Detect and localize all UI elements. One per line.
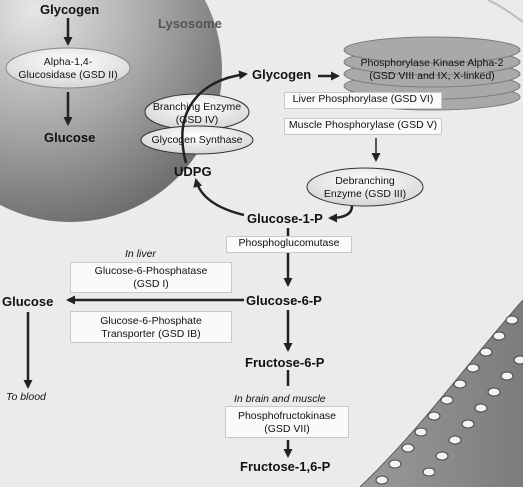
glucose-out-label: Glucose bbox=[2, 294, 54, 309]
liver-phosphorylase-box: Liver Phosphorylase (GSD VI) bbox=[284, 92, 442, 109]
in-brain-muscle-label: In brain and muscle bbox=[234, 393, 326, 405]
g6pase-box: Glucose-6-Phosphatase (GSD I) bbox=[70, 262, 232, 293]
muscle-phosphorylase-box: Muscle Phosphorylase (GSD V) bbox=[284, 118, 442, 135]
debranching-enzyme-line2: Enzyme (GSD III) bbox=[323, 188, 407, 200]
lysosome-label: Lysosome bbox=[158, 16, 222, 31]
cell-membrane-outline bbox=[487, 0, 523, 23]
alpha-glucosidase-label: Alpha-1,4- Glucosidase (GSD II) bbox=[14, 56, 122, 82]
glucose-1-p-label: Glucose-1-P bbox=[247, 211, 323, 226]
arrow-udpg-to-glycogen bbox=[181, 70, 248, 164]
debranching-enzyme-line1: Debranching bbox=[335, 175, 395, 187]
g6pase-line1: Glucose-6-Phosphatase bbox=[94, 265, 208, 277]
branching-enzyme-label: Branching Enzyme (GSD IV) bbox=[145, 101, 249, 127]
phosphorylase-kinase-line1: Phosphorylase Kinase Alpha-2 bbox=[360, 57, 504, 69]
pfk-box: Phosphofructokinase (GSD VII) bbox=[225, 406, 349, 438]
alpha-glucosidase-line2: Glucosidase (GSD II) bbox=[18, 69, 118, 81]
g6p-transporter-line1: Glucose-6-Phosphate bbox=[100, 315, 202, 327]
cell-membrane bbox=[360, 300, 523, 487]
glycogen-synthase-ellipse bbox=[140, 125, 254, 155]
glycogen-synthase-label: Glycogen Synthase bbox=[151, 134, 243, 146]
udpg-label: UDPG bbox=[174, 164, 212, 179]
arrow-glucose1p-to-udpg bbox=[193, 178, 245, 217]
pfk-line1: Phosphofructokinase bbox=[237, 410, 337, 422]
phosphoglucomutase-box: Phosphoglucomutase bbox=[226, 236, 352, 253]
phosphorylase-kinase-line2: (GSD VIII and IX, X-linked) bbox=[369, 70, 495, 82]
g6pase-line2: (GSD I) bbox=[133, 278, 169, 290]
membrane-phospholipids bbox=[375, 315, 523, 485]
glycogen-label: Glycogen bbox=[252, 67, 312, 82]
fructose-1-6-p-label: Fructose-1,6-P bbox=[240, 459, 331, 474]
alpha-glucosidase-line1: Alpha-1,4- bbox=[43, 56, 93, 68]
lysosome-glucose-label: Glucose bbox=[44, 130, 96, 145]
debranching-enzyme-label: Debranching Enzyme (GSD III) bbox=[307, 175, 423, 201]
alpha-glucosidase-ellipse bbox=[5, 47, 131, 89]
g6p-transporter-line2: Transporter (GSD IB) bbox=[101, 328, 201, 340]
fructose-6-p-label: Fructose-6-P bbox=[245, 355, 325, 370]
phosphorylase-kinase-label: Phosphorylase Kinase Alpha-2 (GSD VIII a… bbox=[340, 57, 523, 83]
glucose-6-p-label: Glucose-6-P bbox=[246, 293, 322, 308]
in-liver-label: In liver bbox=[125, 248, 156, 260]
pfk-line2: (GSD VII) bbox=[264, 423, 310, 435]
arrow-debranching-to-glucose1p bbox=[328, 205, 354, 223]
to-blood-label: To blood bbox=[6, 391, 46, 403]
branching-enzyme-line2: (GSD IV) bbox=[175, 114, 219, 126]
g6p-transporter-box: Glucose-6-Phosphate Transporter (GSD IB) bbox=[70, 311, 232, 343]
lysosome-glycogen-label: Glycogen bbox=[40, 2, 100, 17]
debranching-enzyme-ellipse bbox=[306, 167, 424, 207]
branching-enzyme-line1: Branching Enzyme bbox=[152, 101, 242, 113]
